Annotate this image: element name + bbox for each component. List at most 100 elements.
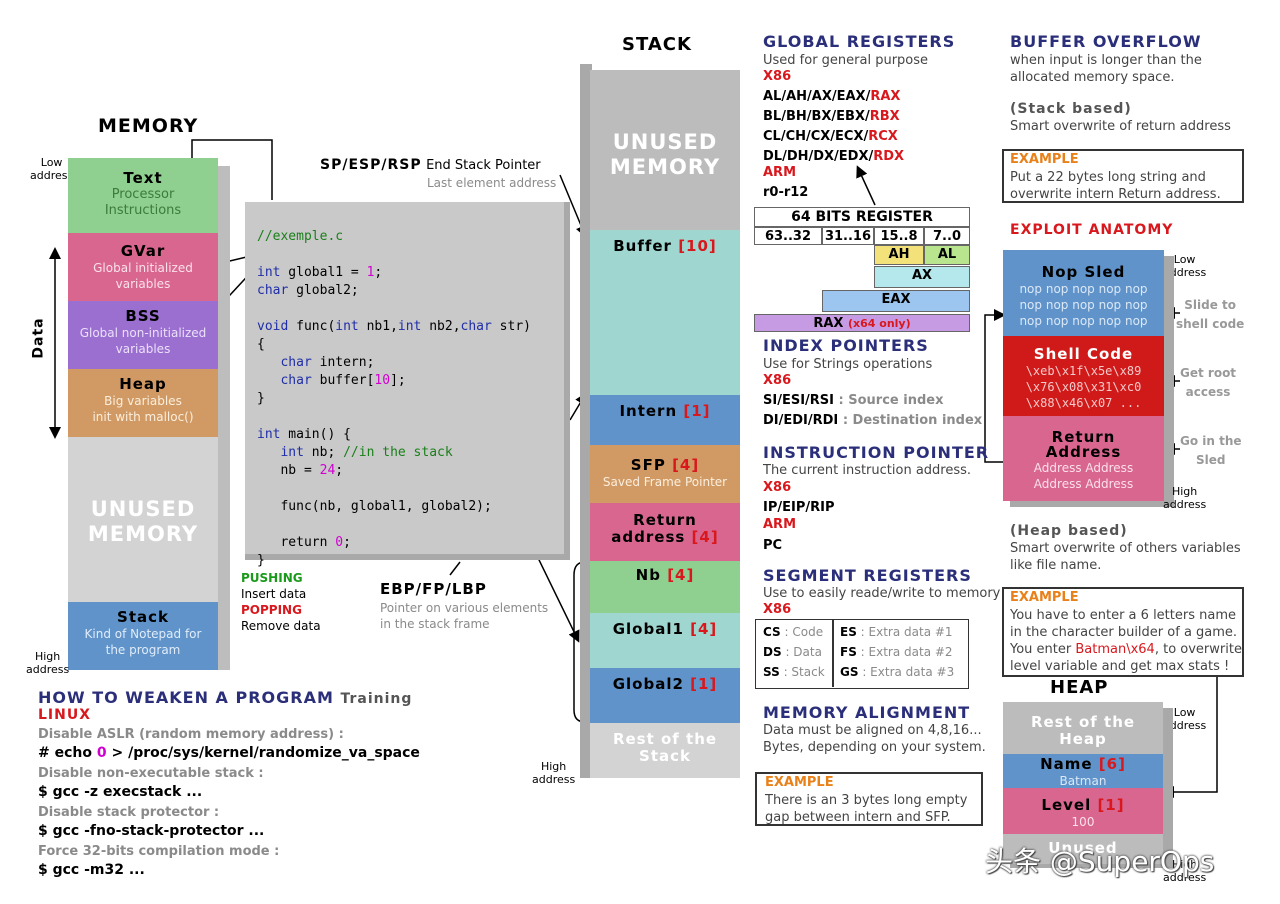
code-listing: //exemple.c int global1 = 1; char global… <box>257 210 531 570</box>
heap-unused-block: Unused <box>1003 834 1163 864</box>
intern-size: [1] <box>683 402 711 420</box>
heap-unused-label: Unused <box>1048 839 1118 857</box>
global-arm-regs: r0-r12 <box>763 185 809 200</box>
nb-size: [4] <box>667 566 695 584</box>
bits64-c4: 7..0 <box>924 227 970 245</box>
segment-table: CS : Code DS : Data SS : Stack ES : Extr… <box>755 619 969 689</box>
sp-register: SP/ESP/RSP <box>320 157 422 173</box>
exploit-anatomy-title: EXPLOIT ANATOMY <box>1010 222 1174 238</box>
sp-desc: End Stack Pointer <box>426 158 541 173</box>
memory-unused-segment: UNUSED MEMORY <box>68 437 218 602</box>
buffer-overflow-title: BUFFER OVERFLOW <box>1010 32 1202 51</box>
memory-heap-segment: Heap Big variables init with malloc() <box>68 369 218 437</box>
stack-example-text: Put a 22 bytes long string and overwrite… <box>1010 170 1221 202</box>
heap-name-label: Name <box>1040 755 1093 773</box>
nb-label: Nb <box>635 566 661 584</box>
stack-rest-label: Rest of the Stack <box>612 730 718 765</box>
reg-ah: AH <box>874 245 924 265</box>
heap-level-label: Level <box>1041 796 1092 814</box>
code-panel: //exemple.c int global1 = 1; char global… <box>245 202 570 568</box>
ebp-sub: Pointer on various elements in the stack… <box>380 601 549 631</box>
gvar-title: GVar <box>120 242 166 260</box>
stack-unused: UNUSED MEMORY <box>590 70 740 230</box>
heap-example-box: EXAMPLE You have to enter a 6 letters na… <box>1002 587 1244 677</box>
stack-buffer: Buffer [10] <box>590 230 740 395</box>
code-line-buffer: char buffer[10]; <box>280 373 406 388</box>
global-arm-label: ARM <box>763 165 797 180</box>
heap-name-block: Name [6] Batman <box>1003 754 1163 788</box>
stack-example-label: EXAMPLE <box>1010 152 1079 167</box>
weaken-l3: Disable stack protector : <box>38 805 220 820</box>
reg-al: AL <box>924 245 970 265</box>
index-si: SI/ESI/RSI : Source index <box>763 393 944 408</box>
bits64-title: 64 BITS REGISTER <box>754 207 970 227</box>
data-label: Data <box>30 317 47 359</box>
weaken-c4: $ gcc -m32 ... <box>38 862 145 878</box>
stack-unused-title: UNUSED MEMORY <box>609 130 721 179</box>
popping-label: POPPING <box>241 603 302 617</box>
instruction-pointer-desc: The current instruction address. <box>763 463 972 478</box>
bss-desc: Global non-initialized variables <box>79 326 207 356</box>
code-line-return: return 0; <box>257 535 351 550</box>
segment-left-col: CS : Code DS : Data SS : Stack <box>763 625 825 679</box>
intern-label: Intern <box>619 402 678 420</box>
code-line-global2: char global2; <box>257 283 359 298</box>
stack-based-title: (Stack based) <box>1010 101 1132 117</box>
heap-example-text: You have to enter a 6 letters name in th… <box>1010 608 1242 674</box>
weaken-c1: # echo 0 > /proc/sys/kernel/randomize_va… <box>38 745 420 761</box>
stack-based-desc: Smart overwrite of return address <box>1010 119 1231 134</box>
bits64-c1: 63..32 <box>754 227 822 245</box>
heap-column-title: HEAP <box>1050 677 1109 698</box>
memory-alignment-desc: Data must be aligned on 4,8,16... Bytes,… <box>763 723 986 755</box>
heap-example-label: EXAMPLE <box>1010 590 1079 605</box>
sfp-label: SFP <box>630 456 666 474</box>
reg-row-c: CL/CH/CX/ECX/RCX <box>763 129 898 144</box>
sfp-size: [4] <box>672 456 700 474</box>
sp-sub: Last element address <box>427 176 557 190</box>
reg-row-b: BL/BH/BX/EBX/RBX <box>763 109 900 124</box>
stack-intern: Intern [1] <box>590 395 740 445</box>
nop-sled-body: nop nop nop nop nop nop nop nop nop nop … <box>1019 282 1148 328</box>
index-di: DI/EDI/RDI : Destination index <box>763 413 983 428</box>
code-line-call: func(nb, global1, global2); <box>257 499 492 514</box>
memory-text-segment: Text Processor Instructions <box>68 158 218 233</box>
global-registers-title: GLOBAL REGISTERS <box>763 32 956 51</box>
memory-title: MEMORY <box>98 115 199 137</box>
watermark: 头条 @SuperOps <box>985 845 1215 878</box>
ret-label: Return address <box>611 511 697 546</box>
bss-title: BSS <box>125 307 161 325</box>
memory-unused-title: UNUSED MEMORY <box>87 497 199 546</box>
alignment-example-text: There is an 3 bytes long empty gap betwe… <box>765 793 968 825</box>
code-line-brace: { <box>257 337 265 352</box>
ip-arm-label: ARM <box>763 517 797 532</box>
alignment-example-label: EXAMPLE <box>765 775 834 790</box>
memory-gvar-segment: GVar Global initialized variables <box>68 233 218 301</box>
code-line-intern: char intern; <box>280 355 375 370</box>
heap-rest-label: Rest of the Heap <box>1030 713 1136 748</box>
insert-label: Insert data <box>241 587 307 601</box>
memory-low-address: Low address <box>30 156 74 182</box>
remove-label: Remove data <box>241 619 321 633</box>
ip-x86-label: X86 <box>763 480 792 495</box>
ebp-label: EBP/FP/LBP <box>380 580 487 598</box>
stack-global1: Global1 [4] <box>590 613 740 668</box>
reg-row-d: DL/DH/DX/EDX/RDX <box>763 149 905 164</box>
memory-bss-segment: BSS Global non-initialized variables <box>68 301 218 369</box>
heap-based-title: (Heap based) <box>1010 523 1128 539</box>
global-registers-desc: Used for general purpose <box>763 53 929 68</box>
stack-nb: Nb [4] <box>590 561 740 613</box>
code-line-main: int main() { <box>257 427 351 442</box>
weaken-l1: Disable ASLR (random memory address) : <box>38 727 344 742</box>
g2-size: [1] <box>690 675 718 693</box>
instruction-pointer-title: INSTRUCTION POINTER <box>763 443 990 462</box>
reg-row-a: AL/AH/AX/EAX/RAX <box>763 89 901 104</box>
segment-table-divider <box>832 620 834 687</box>
stack-return-address: Return address [4] <box>590 503 740 561</box>
index-pointers-desc: Use for Strings operations <box>763 357 933 372</box>
sfp-desc: Saved Frame Pointer <box>602 475 728 489</box>
heap-title: Heap <box>119 375 167 393</box>
stack-desc: Kind of Notepad for the program <box>84 627 202 657</box>
shell-code-title: Shell Code <box>1033 345 1134 363</box>
code-line-global1: int global1 = 1; <box>257 265 383 280</box>
sp-label: SP/ESP/RSP End Stack Pointer <box>320 157 541 173</box>
